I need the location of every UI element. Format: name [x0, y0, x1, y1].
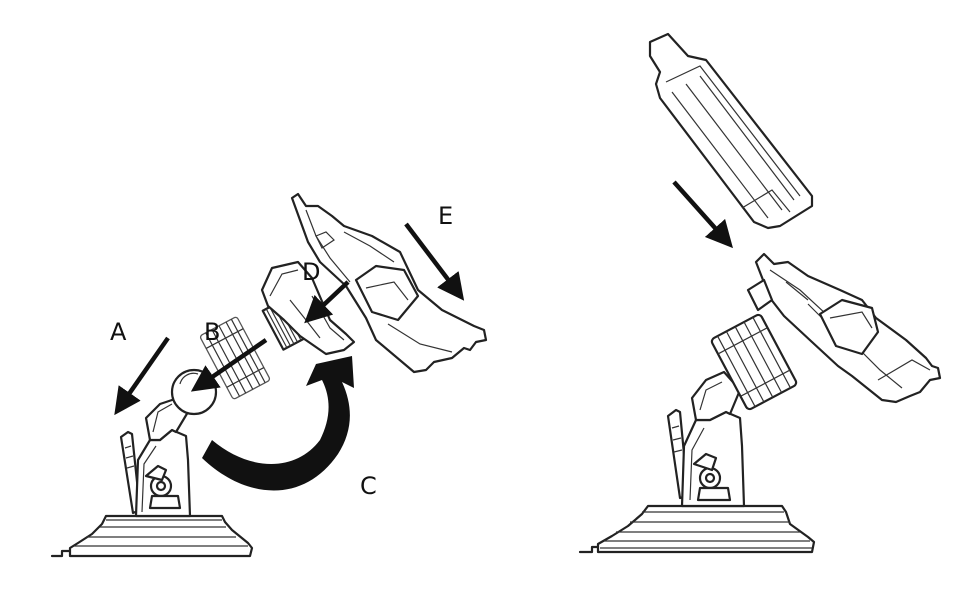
label-c: C [360, 472, 377, 500]
exploded-view: A B C D E [50, 192, 488, 558]
neck-right [690, 370, 742, 422]
pedestal-left [134, 428, 192, 518]
pedestal-right [680, 410, 746, 508]
label-d: D [302, 258, 320, 286]
suction-base-left [50, 514, 254, 558]
arrow-e [404, 222, 465, 301]
arrow-b [190, 338, 268, 392]
arrow-a [114, 336, 170, 416]
cradle-holder [290, 192, 488, 374]
nut-right [710, 313, 798, 411]
rotation-arrow-c [202, 356, 354, 491]
suction-base-right [578, 504, 816, 554]
label-a: A [110, 318, 127, 346]
label-b: B [204, 318, 220, 346]
cradle-right [746, 252, 942, 404]
device [648, 32, 814, 230]
suction-lever-left [119, 430, 142, 515]
insert-arrow [672, 180, 733, 249]
arrow-d [304, 280, 350, 324]
label-e: E [438, 202, 453, 230]
assembled-view [578, 32, 942, 554]
